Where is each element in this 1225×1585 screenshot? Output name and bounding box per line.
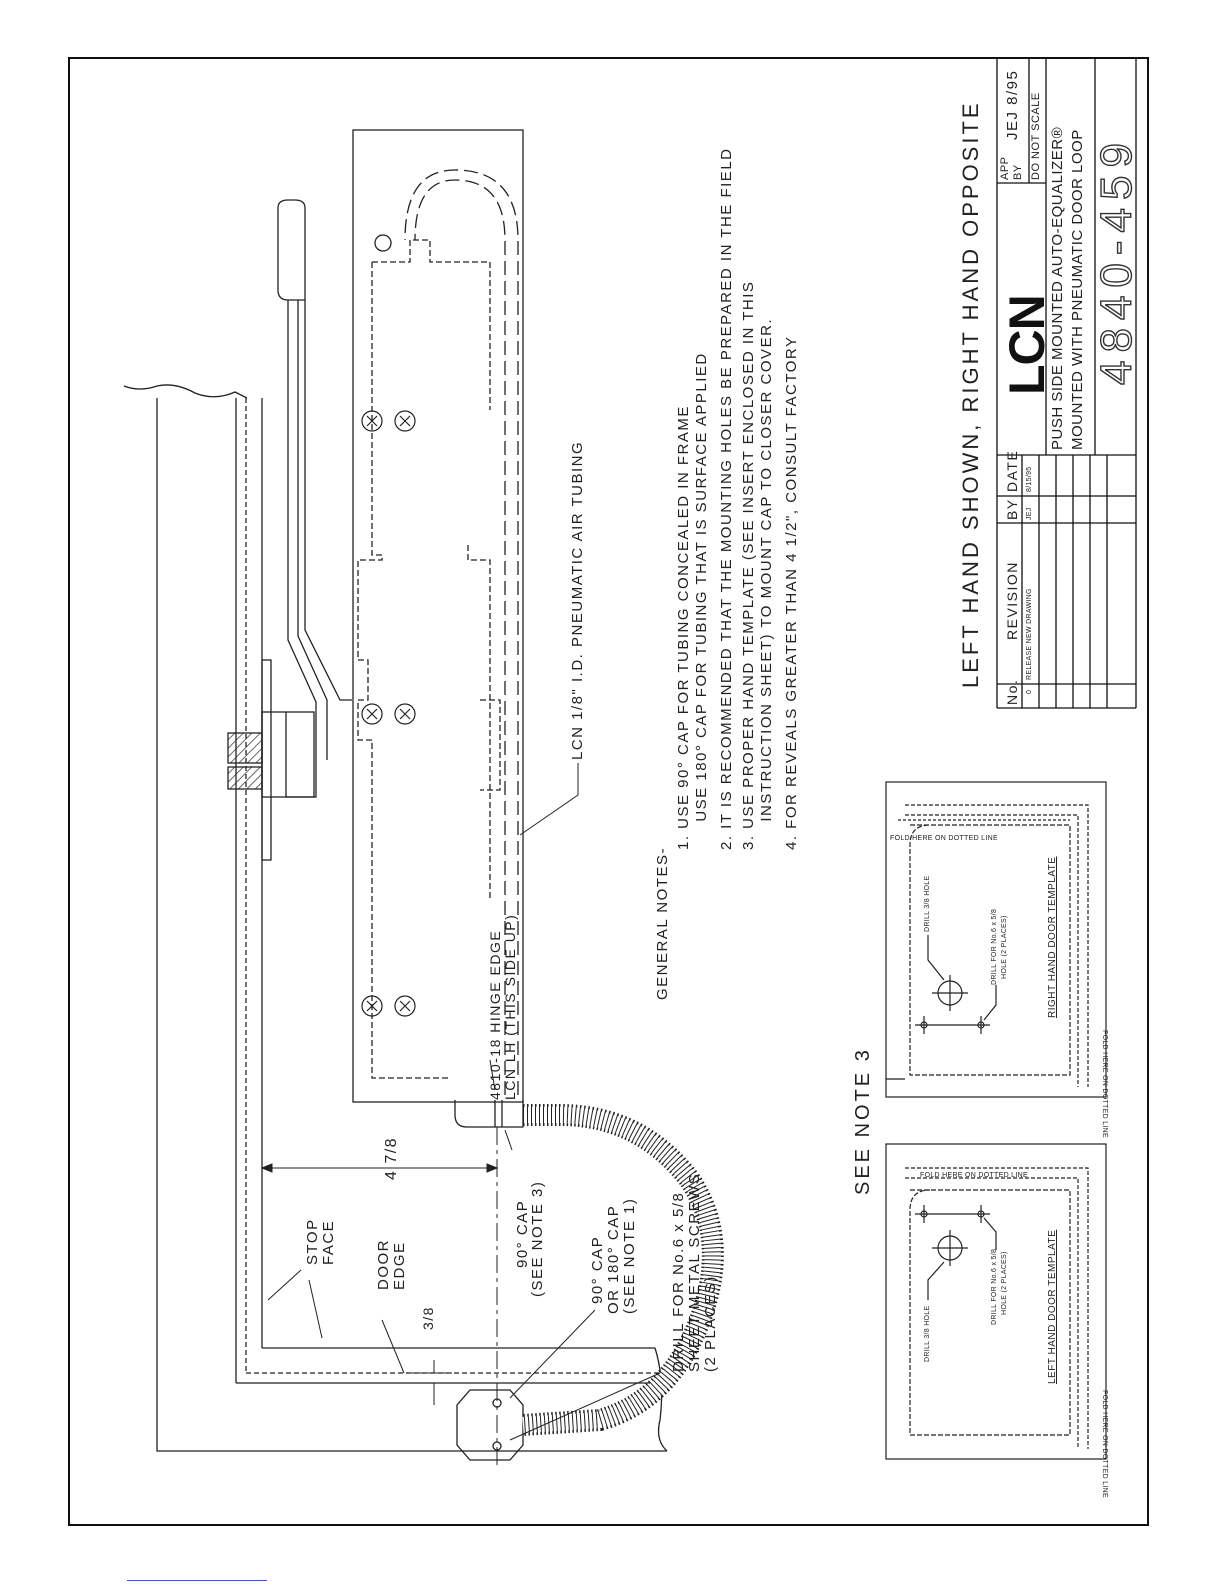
see-note-3-label: (SEE NOTE 3): [529, 1180, 546, 1297]
rh-drill-label-2: HOLE (2 PLACES): [1001, 915, 1008, 979]
rev-no-header: No.: [1004, 678, 1020, 705]
stop-face-label: STOP FACE: [304, 1218, 337, 1265]
rev-revision-header: REVISION: [1004, 561, 1020, 640]
do-not-scale: DO NOT SCALE: [1030, 92, 1042, 180]
rh-template-title: RIGHT HAND DOOR TEMPLATE: [1047, 856, 1058, 1018]
lh-drill-label-2: HOLE (2 PLACES): [1001, 1251, 1008, 1315]
rev-by-header: BY: [1004, 498, 1020, 520]
note-4: 4. FOR REVEALS GREATER THAN 4 1/2", CONS…: [783, 335, 800, 850]
hand-note: LEFT HAND SHOWN, RIGHT HAND OPPOSITE: [958, 100, 983, 688]
screws: [361, 410, 416, 1017]
right-hand-template: [885, 781, 1107, 1098]
dimensions: [260, 763, 661, 1470]
lh-fold-top: FOLD HERE ON DOTTED LINE: [920, 1172, 1028, 1179]
rev-date-header: DATE: [1004, 449, 1020, 492]
lh-template-title: LEFT HAND DOOR TEMPLATE: [1047, 1229, 1058, 1384]
rev-row-revision: RELEASE NEW DRAWING: [1026, 588, 1033, 680]
door-edge-label: DOOR EDGE: [375, 1239, 408, 1290]
by-label: BY: [1012, 164, 1024, 180]
tube-caps: [454, 1100, 524, 1461]
closer-arm: [277, 199, 352, 798]
lh-drill-label-1: DRILL FOR No.6 x 5/8: [991, 1248, 998, 1325]
drill-label-1: DRILL FOR No.6 x 5/8: [670, 1191, 687, 1372]
dimension-small-label: 3/8: [420, 1306, 436, 1330]
left-hand-template: [885, 1143, 1107, 1460]
rh-fold-side: FOLD HERE ON DOTTED LINE: [1101, 1030, 1108, 1138]
drill-label-2: SHEET METAL SCREWS: [686, 1172, 703, 1372]
title-line-1: PUSH SIDE MOUNTED AUTO-EQUALIZER®: [1049, 126, 1066, 450]
lh-fold-side: FOLD HERE ON DOTTED LINE: [1101, 1390, 1108, 1498]
drawing-border: [68, 57, 1149, 1526]
title-block-grid: [996, 58, 1137, 709]
app-label: APP: [999, 156, 1011, 180]
see-note-3-large: SEE NOTE 3: [852, 1047, 874, 1195]
lcn-arm-label-1: LCN LH (THIS SIDE UP): [502, 913, 518, 1100]
note-2: 2. IT IS RECOMMENDED THAT THE MOUNTING H…: [718, 147, 735, 851]
rev-row-date: 8/15/95: [1026, 466, 1033, 492]
closer-body: [352, 129, 524, 1103]
general-notes-heading: GENERAL NOTES-: [654, 847, 671, 1000]
drill-label-3: (2 PLACES): [702, 1275, 719, 1372]
lcn-logo: LCN: [999, 295, 1055, 395]
part-number: 4840-459: [1091, 134, 1141, 385]
by-value: JEJ 8/95: [1004, 69, 1021, 140]
lcn-arm-label-2: 4810-18 HINGE EDGE: [487, 929, 503, 1100]
rev-row-by: JEJ: [1026, 507, 1033, 520]
lh-hole-label: DRILL 3/8 HOLE: [924, 1305, 931, 1362]
rev-row-no: 0: [1026, 689, 1033, 694]
footer-link-underline: [127, 1580, 267, 1581]
note-1b: USE 180° CAP FOR TUBING THAT IS SURFACE …: [693, 352, 710, 850]
note-3b: INSTRUCTION SHEET) TO MOUNT CAP TO CLOSE…: [758, 317, 775, 850]
title-line-2: MOUNTED WITH PNEUMATIC DOOR LOOP: [1069, 129, 1086, 450]
rh-drill-label-1: DRILL FOR No.6 x 5/8: [991, 908, 998, 985]
or-180-cap-label: OR 180° CAP: [605, 1204, 622, 1314]
rh-hole-label: DRILL 3/8 HOLE: [924, 875, 931, 932]
note-1a: 1. USE 90° CAP FOR TUBING CONCEALED IN F…: [675, 405, 692, 850]
note-3a: 3. USE PROPER HAND TEMPLATE (SEE INSERT …: [740, 280, 757, 850]
cap-90-label: 90° CAP: [514, 1199, 531, 1268]
see-note-1-label: (SEE NOTE 1): [621, 1197, 638, 1314]
rh-fold-top: FOLD HERE ON DOTTED LINE: [890, 835, 998, 842]
dimension-main-label: 4 7/8: [383, 1136, 400, 1180]
cap-90-180-label: 90° CAP: [589, 1235, 606, 1304]
tubing-label: LCN 1/8" I.D. PNEUMATIC AIR TUBING: [569, 440, 586, 760]
